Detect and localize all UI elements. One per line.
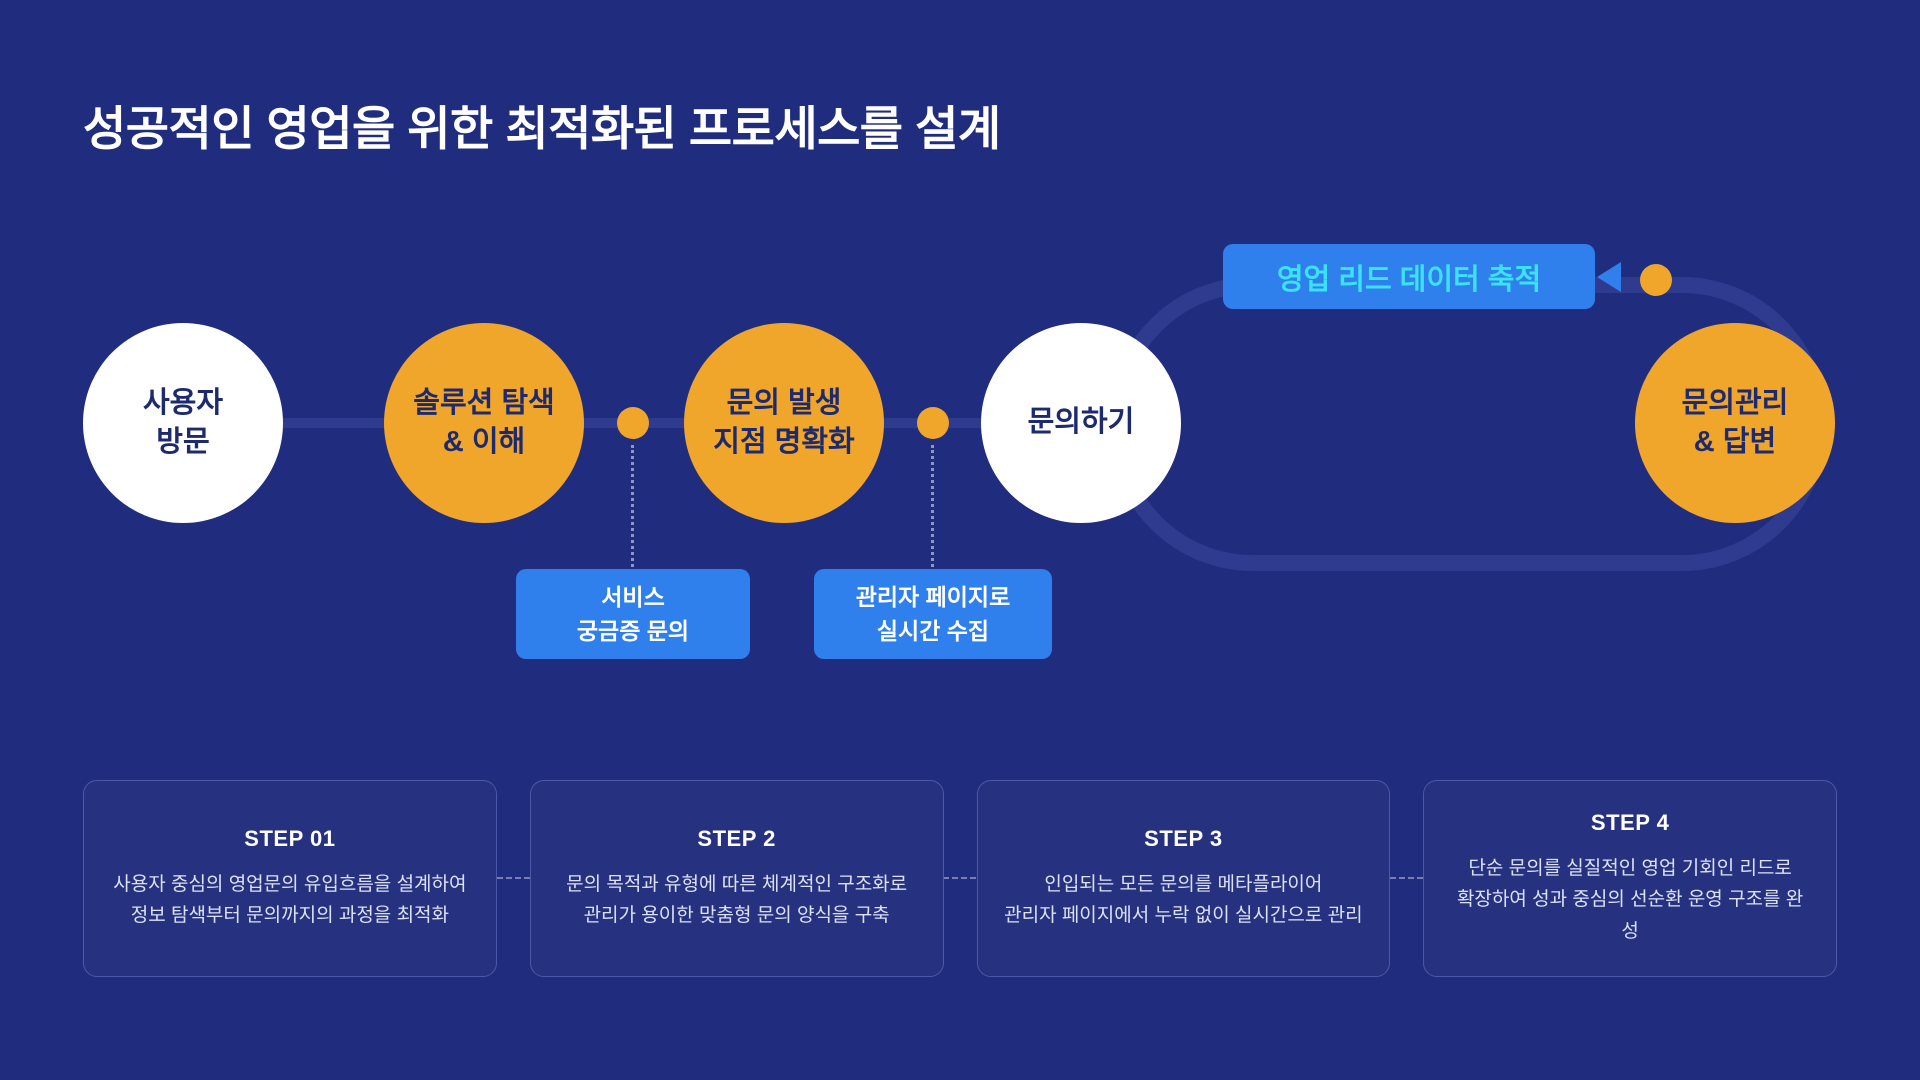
page-title: 성공적인 영업을 위한 최적화된 프로세스를 설계	[83, 102, 1001, 155]
callout-label: 서비스 궁금증 문의	[576, 583, 690, 645]
flow-node-label: 문의하기	[1027, 406, 1135, 439]
flow-node-user-visit: 사용자 방문	[83, 323, 283, 523]
flow-node-label: 문의 발생 지점 명확화	[713, 386, 855, 458]
flow-node-label: 사용자 방문	[142, 386, 224, 458]
arrow-left-icon	[1597, 262, 1621, 292]
step-body: 단순 문의를 실질적인 영업 기회인 리드로 확장하여 성과 중심의 선순환 운…	[1456, 857, 1804, 942]
step-title: STEP 3	[1144, 825, 1223, 851]
step-card-4: STEP 4 단순 문의를 실질적인 영업 기회인 리드로 확장하여 성과 중심…	[1423, 780, 1837, 977]
step-gap-dash	[1390, 877, 1423, 879]
dotted-connector-service	[631, 445, 634, 567]
connector-dot	[917, 407, 949, 439]
step-card-2: STEP 2 문의 목적과 유형에 따른 체계적인 구조화로 관리가 용이한 맞…	[529, 780, 944, 977]
step-body: 사용자 중심의 영업문의 유입흐름을 설계하여 정보 탐색부터 문의까지의 과정…	[113, 873, 467, 926]
connector-dot	[617, 407, 649, 439]
step-title: STEP 01	[244, 825, 336, 851]
flow-node-inquiry-point: 문의 발생 지점 명확화	[684, 323, 884, 523]
callout-admin-collect: 관리자 페이지로 실시간 수집	[814, 569, 1052, 659]
flow-node-inquire: 문의하기	[981, 323, 1181, 523]
step-title: STEP 4	[1590, 809, 1670, 835]
step-body: 문의 목적과 유형에 따른 체계적인 구조화로 관리가 용이한 맞춤형 문의 양…	[566, 873, 908, 926]
step-card-1: STEP 01 사용자 중심의 영업문의 유입흐름을 설계하여 정보 탐색부터 …	[83, 780, 497, 977]
callout-service-inquiry: 서비스 궁금증 문의	[516, 569, 750, 659]
step-card-3: STEP 3 인입되는 모든 문의를 메타플라이어 관리자 페이지에서 누락 없…	[976, 780, 1391, 977]
dotted-connector-admin	[931, 445, 934, 567]
lead-data-label: 영업 리드 데이터 축적	[1223, 244, 1595, 309]
step-gap-dash	[943, 877, 976, 879]
callout-label: 관리자 페이지로 실시간 수집	[855, 583, 1011, 645]
step-gap-dash	[497, 877, 530, 879]
loop-dot	[1640, 264, 1672, 296]
flow-node-label: 솔루션 탐색 & 이해	[413, 386, 555, 458]
lead-data-label-text: 영업 리드 데이터 축적	[1276, 263, 1542, 296]
flow-node-inquiry-manage: 문의관리 & 답변	[1635, 323, 1835, 523]
step-body: 인입되는 모든 문의를 메타플라이어 관리자 페이지에서 누락 없이 실시간으로…	[1004, 873, 1363, 926]
steps-row: STEP 01 사용자 중심의 영업문의 유입흐름을 설계하여 정보 탐색부터 …	[83, 780, 1837, 977]
flow-node-label: 문의관리 & 답변	[1681, 386, 1789, 458]
flow-node-solution-explore: 솔루션 탐색 & 이해	[384, 323, 584, 523]
step-title: STEP 2	[697, 825, 776, 851]
